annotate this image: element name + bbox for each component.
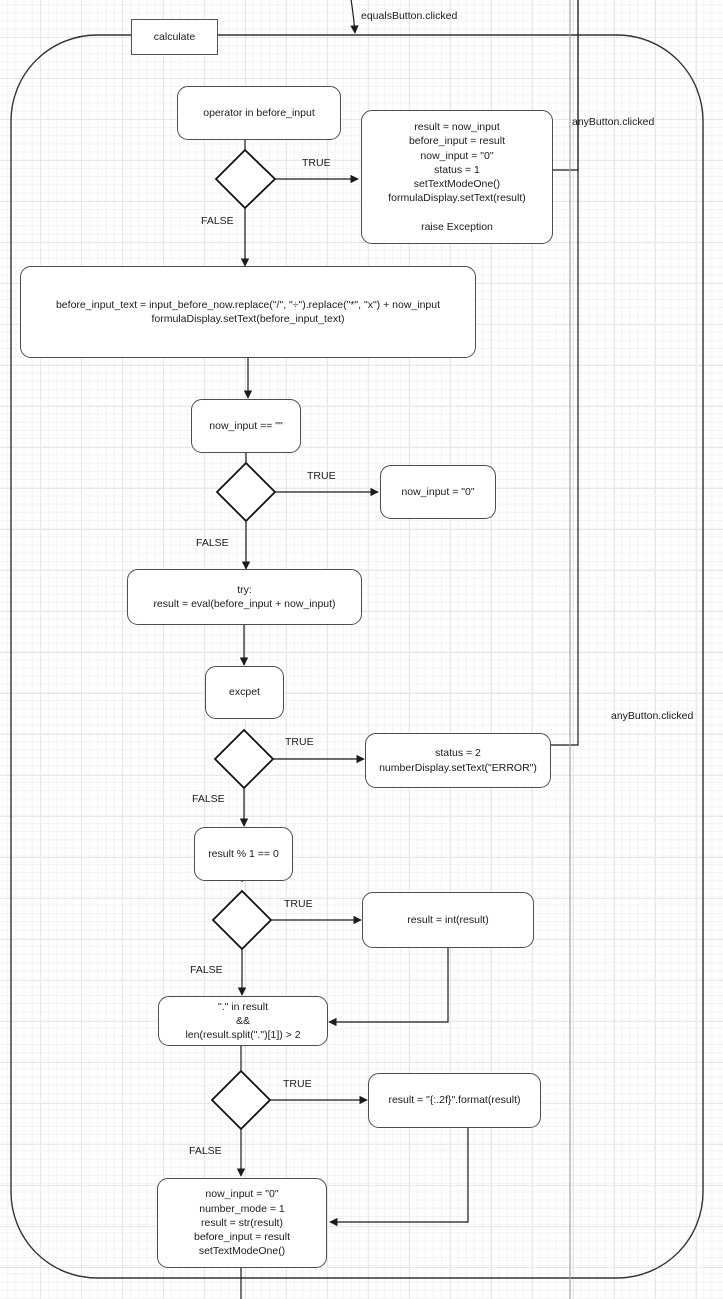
decision-except bbox=[213, 728, 275, 790]
node-except[interactable]: excpet bbox=[205, 666, 284, 719]
node-now-input-zero[interactable]: now_input = "0" bbox=[380, 465, 496, 519]
node-decimal-precision-check[interactable]: "." in result && len(result.split(".")[1… bbox=[158, 996, 328, 1046]
branch-label-true-4: TRUE bbox=[284, 898, 313, 910]
branch-label-true-2: TRUE bbox=[307, 470, 336, 482]
branch-label-true-5: TRUE bbox=[283, 1078, 312, 1090]
decision-decimal-precision bbox=[210, 1069, 272, 1131]
edge-n17-n18-merge bbox=[329, 1128, 469, 1227]
branch-label-false-4: FALSE bbox=[190, 964, 223, 976]
branch-label-false-3: FALSE bbox=[192, 793, 225, 805]
node-result-mod-one-check[interactable]: result % 1 == 0 bbox=[194, 827, 293, 881]
branch-label-false-2: FALSE bbox=[196, 537, 229, 549]
branch-label-false-5: FALSE bbox=[189, 1145, 222, 1157]
any-button-event-label-bottom: anyButton.clicked bbox=[611, 710, 694, 722]
node-now-input-empty-check[interactable]: now_input == "" bbox=[191, 399, 301, 453]
decision-now-input-empty bbox=[215, 461, 277, 523]
any-button-bottom-connector bbox=[551, 0, 579, 746]
any-button-event-label-top: anyButton.clicked bbox=[572, 116, 655, 128]
branch-label-false-1: FALSE bbox=[201, 215, 234, 227]
decision-result-mod-one bbox=[211, 889, 273, 951]
node-result-format-two-decimals[interactable]: result = "{:.2f}".format(result) bbox=[368, 1073, 541, 1128]
function-title-label: calculate bbox=[153, 31, 196, 43]
edge-n14-n15-merge bbox=[328, 948, 449, 1027]
branch-label-true-3: TRUE bbox=[285, 736, 314, 748]
equals-button-event-label: equalsButton.clicked bbox=[361, 10, 458, 22]
node-status-error[interactable]: status = 2 numberDisplay.setText("ERROR"… bbox=[365, 733, 551, 788]
branch-label-true-1: TRUE bbox=[302, 157, 331, 169]
node-result-int-cast[interactable]: result = int(result) bbox=[362, 892, 534, 948]
node-reset-state[interactable]: now_input = "0" number_mode = 1 result =… bbox=[157, 1178, 327, 1268]
equals-entry-arrow bbox=[350, 0, 359, 34]
node-set-result-raise-exception[interactable]: result = now_input before_input = result… bbox=[361, 110, 553, 244]
function-title-box: calculate bbox=[131, 19, 218, 55]
decision-operator-in-before-input bbox=[214, 148, 277, 210]
node-try-eval[interactable]: try: result = eval(before_input + now_in… bbox=[127, 569, 362, 625]
any-button-top-connector bbox=[551, 0, 579, 171]
node-operator-in-before-input[interactable]: operator in before_input bbox=[177, 86, 341, 140]
function-container bbox=[10, 34, 704, 1279]
node-before-input-text-replace[interactable]: before_input_text = input_before_now.rep… bbox=[20, 266, 476, 358]
